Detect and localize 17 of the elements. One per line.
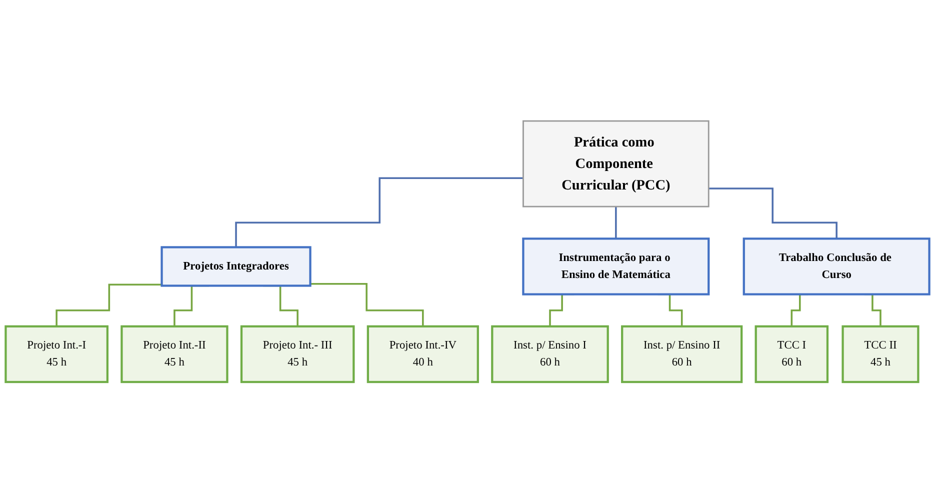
node-box: Prática como Componente Curricular (PCC) <box>522 120 710 208</box>
connector <box>235 177 524 248</box>
node-box: Inst. p/ Ensino I 60 h <box>491 325 609 384</box>
connector <box>56 284 162 328</box>
node-box: Trabalho Conclusão de Curso <box>742 238 930 296</box>
node-box: Projeto Int.-IV 40 h <box>366 325 479 384</box>
node-box: TCC II 45 h <box>842 325 920 384</box>
connector <box>708 188 838 240</box>
node-box: Projetos Integradores <box>160 246 312 287</box>
node-box: TCC I 60 h <box>754 325 829 384</box>
node-box: Projeto Int.- III 45 h <box>240 325 355 384</box>
connector <box>615 206 617 240</box>
connector <box>310 283 424 328</box>
node-box: Inst. p/ Ensino II 60 h <box>621 325 743 384</box>
node-box: Instrumentação para o Ensino de Matemática <box>522 238 710 296</box>
node-box: Projeto Int.-II 45 h <box>120 325 228 384</box>
node-box: Projeto Int.-I 45 h <box>4 325 108 384</box>
